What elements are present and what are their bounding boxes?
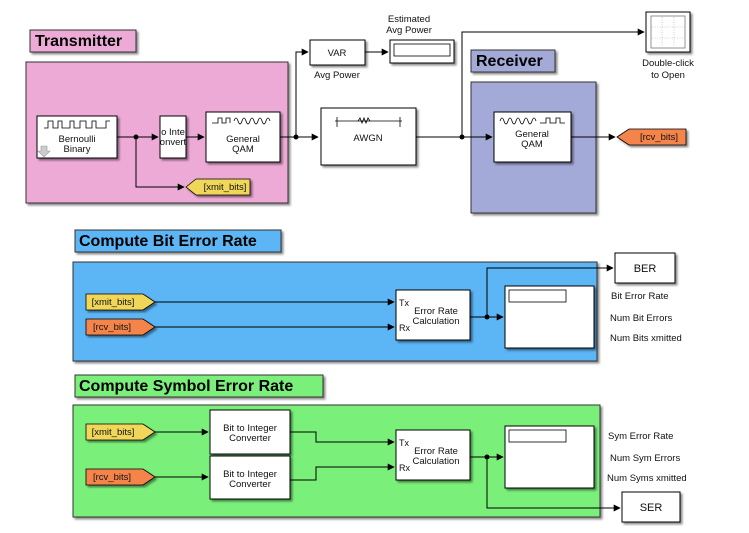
scope-block[interactable]: Double-click to Open <box>642 11 694 81</box>
receiver-title: Receiver <box>476 53 543 70</box>
scope-line2: to Open <box>651 70 685 81</box>
ber-calc-line2: Calculation <box>413 316 460 327</box>
from-rcv-ber-label: [rcv_bits] <box>93 322 131 333</box>
b2i-1-line2: Converter <box>229 433 271 444</box>
ber-port-tx: Tx <box>399 298 409 308</box>
qam-demod-line2: QAM <box>521 139 543 150</box>
ser-calc-line2: Calculation <box>413 456 460 467</box>
ser-display-block[interactable] <box>504 425 595 489</box>
goto-xmit-bits-tag[interactable]: [xmit_bits] <box>185 178 251 196</box>
ser-display-label-0: Sym Error Rate <box>608 431 673 442</box>
var-caption: Avg Power <box>314 70 360 81</box>
analog-wave-icon <box>233 117 271 125</box>
ber-port-rx: Rx <box>399 323 410 333</box>
ser-display-label-1: Num Sym Errors <box>610 453 680 464</box>
b2i-2-line1: Bit to Integer <box>223 469 277 480</box>
ber-outport-block[interactable]: BER <box>614 252 676 284</box>
ber-calc-line1: Error Rate <box>414 306 458 317</box>
ser-display-label-2: Num Syms xmitted <box>607 473 687 484</box>
bernoulli-line1: Bernoulli <box>59 134 96 145</box>
ber-display-label-1: Num Bit Errors <box>610 313 673 324</box>
b2i-1-line1: Bit to Integer <box>223 423 277 434</box>
ber-display-block[interactable] <box>504 285 595 349</box>
ber-out-label: BER <box>634 263 657 275</box>
qam-mod-line2: QAM <box>232 144 254 155</box>
ser-port-rx: Rx <box>399 463 410 473</box>
transmitter-title: Transmitter <box>35 33 122 50</box>
branch-points <box>133 134 490 460</box>
from-xmit-ber-label: [xmit_bits] <box>92 297 135 308</box>
estimated-power-line2: Avg Power <box>386 25 432 36</box>
from-xmit-ser-label: [xmit_bits] <box>92 427 135 438</box>
bernoulli-line2: Binary <box>64 144 91 155</box>
var-block[interactable]: VAR Avg Power <box>309 39 366 81</box>
analog-wave-icon <box>499 117 537 125</box>
bit-to-int-tx-line2: onvert <box>160 137 187 148</box>
error-rate-calc-ser-block[interactable]: Tx Rx Error Rate Calculation <box>395 429 471 481</box>
bit-to-int-tx-line1: o Inte <box>161 127 185 138</box>
goto-rcv-label: [rcv_bits] <box>640 132 678 143</box>
ser-title: Compute Symbol Error Rate <box>79 378 293 395</box>
ser-out-label: SER <box>640 502 663 514</box>
ber-title: Compute Bit Error Rate <box>79 233 257 250</box>
qam-mod-line1: General <box>226 134 260 145</box>
noise-icon <box>357 116 371 125</box>
ser-calc-line1: Error Rate <box>414 446 458 457</box>
goto-xmit-label: [xmit_bits] <box>204 182 247 193</box>
digital-wave-icon <box>212 117 231 124</box>
awgn-channel-block[interactable]: AWGN <box>320 107 417 166</box>
from-xmit-bits-ber[interactable]: [xmit_bits] <box>85 293 156 311</box>
from-rcv-bits-ber[interactable]: [rcv_bits] <box>85 318 156 336</box>
from-rcv-bits-ser[interactable]: [rcv_bits] <box>85 468 156 486</box>
estimated-power-display[interactable]: Estimated Avg Power <box>386 14 455 64</box>
qam-demod-line1: General <box>515 129 549 140</box>
ber-display-label-2: Num Bits xmitted <box>610 333 682 344</box>
scope-line1: Double-click <box>642 58 694 69</box>
estimated-power-line1: Estimated <box>388 14 430 25</box>
from-rcv-ser-label: [rcv_bits] <box>93 472 131 483</box>
scope-grid-icon <box>652 17 684 47</box>
bit-to-integer-converter-1[interactable]: Bit to Integer Converter <box>209 409 291 455</box>
bit-to-integer-converter-2[interactable]: Bit to Integer Converter <box>209 455 291 500</box>
error-rate-calc-ber-block[interactable]: Tx Rx Error Rate Calculation <box>395 289 471 341</box>
qam-demodulator-block[interactable]: General QAM <box>493 111 572 163</box>
down-arrow-icon <box>37 145 51 158</box>
goto-rcv-bits-tag[interactable]: [rcv_bits] <box>616 128 687 146</box>
awgn-label: AWGN <box>353 133 382 144</box>
signal-lines <box>117 28 645 512</box>
digital-wave-icon <box>540 117 565 124</box>
receiver-area[interactable]: Receiver <box>470 49 597 214</box>
from-xmit-bits-ser[interactable]: [xmit_bits] <box>85 423 156 441</box>
qam-modulator-block[interactable]: General QAM <box>205 111 281 163</box>
ser-port-tx: Tx <box>399 438 409 448</box>
ser-outport-block[interactable]: SER <box>621 491 681 523</box>
b2i-2-line2: Converter <box>229 479 271 490</box>
bit-to-integer-tx-block[interactable]: o Inte onvert <box>159 115 187 159</box>
ber-display-label-0: Bit Error Rate <box>611 291 669 302</box>
bernoulli-binary-block[interactable]: Bernoulli Binary <box>36 115 118 159</box>
var-label: VAR <box>328 48 347 59</box>
